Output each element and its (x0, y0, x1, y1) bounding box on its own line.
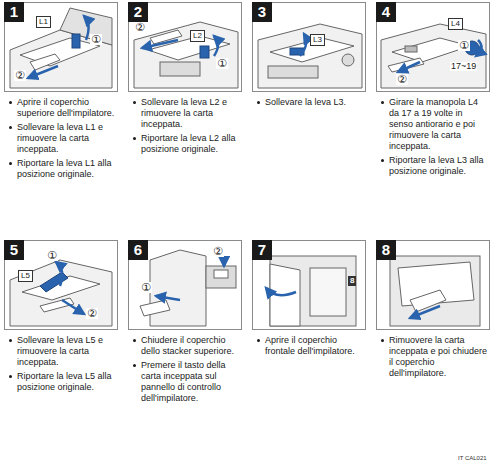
step-number: 2 (134, 3, 142, 20)
step-panel: 5Sollevare la leva L5 e rimuovere la car… (4, 240, 118, 396)
illustration-frame: 4 (376, 2, 490, 92)
step-number-badge: 3 (252, 2, 272, 22)
bullet-item: Sollevare la leva L3. (257, 97, 364, 108)
bullet-item: Premere il tasto della carta inceppata s… (133, 360, 240, 404)
bullet-dot (381, 159, 384, 162)
figure-code: IT CAL021 (458, 455, 487, 461)
step-number-badge: 1 (4, 2, 24, 22)
step-instructions: Sollevare la leva L2 e rimuovere la cart… (128, 97, 242, 155)
step-instructions: Aprire il coperchio superiore dell'impil… (4, 97, 118, 180)
illustration-frame: 5 (4, 240, 118, 330)
bullet-item: Aprire il coperchio frontale dell'impila… (257, 335, 364, 357)
callout-number: ② (86, 308, 98, 319)
step-panel: 3Sollevare la leva L3. (252, 2, 366, 111)
bullet-item: Chiudere il coperchio dello stacker supe… (133, 335, 240, 357)
part-label: 8 (348, 276, 356, 286)
callout-number: ① (140, 282, 152, 293)
step-number: 3 (258, 3, 266, 20)
bullet-item: Riportare la leva L1 alla posizione orig… (9, 158, 116, 180)
step-number: 6 (134, 241, 142, 258)
step-instructions: Sollevare la leva L3. (252, 97, 366, 108)
bullet-dot (257, 339, 260, 342)
bullet-item: Girare la manopola L4 da 17 a 19 volte i… (381, 97, 488, 152)
step-number: 1 (10, 3, 18, 20)
bullet-dot (381, 101, 384, 104)
instruction-text: Sollevare la leva L2 e rimuovere la cart… (141, 97, 240, 130)
part-label: L4 (448, 18, 463, 30)
bullet-item: Riportare la leva L5 alla posizione orig… (9, 371, 116, 393)
step-instructions: Chiudere il coperchio dello stacker supe… (128, 335, 242, 404)
instruction-text: Riportare la leva L1 alla posizione orig… (17, 158, 116, 180)
callout-number: ② (14, 70, 26, 81)
step-number: 4 (382, 3, 390, 20)
step-panel: 6Chiudere il coperchio dello stacker sup… (128, 240, 242, 407)
callout-number: ① (458, 40, 470, 51)
bullet-item: Sollevare la leva L1 e rimuovere la cart… (9, 122, 116, 155)
step-number: 8 (382, 241, 390, 258)
callout-number: ① (46, 250, 58, 261)
part-label: L2 (190, 30, 205, 42)
part-label: L1 (36, 16, 51, 28)
callout-number: ② (134, 22, 146, 33)
instruction-text: Rimuovere la carta inceppata e poi chiud… (389, 335, 488, 379)
bullet-dot (9, 375, 12, 378)
step-number-badge: 2 (128, 2, 148, 22)
instruction-text: Aprire il coperchio frontale dell'impila… (265, 335, 364, 357)
callout-number: ① (90, 34, 102, 45)
bullet-dot (9, 162, 12, 165)
illustration-frame: 8 (376, 240, 490, 330)
instruction-text: Riportare la leva L5 alla posizione orig… (17, 371, 116, 393)
illustration-frame: 2 (128, 2, 242, 92)
bullet-item: Sollevare la leva L2 e rimuovere la cart… (133, 97, 240, 130)
bullet-dot (9, 101, 12, 104)
illustration-frame: 3 (252, 2, 366, 92)
bullet-dot (381, 339, 384, 342)
step-panel: 4Girare la manopola L4 da 17 a 19 volte … (376, 2, 490, 180)
step-panel: 1Aprire il coperchio superiore dell'impi… (4, 2, 118, 183)
step-number-badge: 8 (376, 240, 396, 260)
callout-number: ② (396, 74, 408, 85)
instruction-text: Aprire il coperchio superiore dell'impil… (17, 97, 116, 119)
step-number-badge: 5 (4, 240, 24, 260)
step-instructions: Girare la manopola L4 da 17 a 19 volte i… (376, 97, 490, 177)
part-label: L5 (18, 270, 33, 282)
instruction-text: Premere il tasto della carta inceppata s… (141, 360, 240, 404)
bullet-item: Riportare la leva L2 alla posizione orig… (133, 133, 240, 155)
callout-number: ② (212, 246, 224, 257)
bullet-dot (9, 339, 12, 342)
instruction-text: Sollevare la leva L5 e rimuovere la cart… (17, 335, 116, 368)
bullet-dot (133, 137, 136, 140)
bullet-dot (133, 101, 136, 104)
step-number: 7 (258, 241, 266, 258)
instruction-text: Girare la manopola L4 da 17 a 19 volte i… (389, 97, 488, 152)
bullet-item: Aprire il coperchio superiore dell'impil… (9, 97, 116, 119)
bullet-item: Riportare la leva L3 alla posizione orig… (381, 155, 488, 177)
instruction-text: Chiudere il coperchio dello stacker supe… (141, 335, 240, 357)
instruction-text: Sollevare la leva L3. (265, 97, 364, 108)
step-number-badge: 6 (128, 240, 148, 260)
instruction-text: Riportare la leva L2 alla posizione orig… (141, 133, 240, 155)
part-label: L3 (310, 34, 325, 46)
step-number-badge: 4 (376, 2, 396, 22)
bullet-item: Sollevare la leva L5 e rimuovere la cart… (9, 335, 116, 368)
bullet-dot (133, 364, 136, 367)
step-instructions: Aprire il coperchio frontale dell'impila… (252, 335, 366, 357)
step-number: 5 (10, 241, 18, 258)
step-number-badge: 7 (252, 240, 272, 260)
bullet-dot (9, 126, 12, 129)
instruction-text: Sollevare la leva L1 e rimuovere la cart… (17, 122, 116, 155)
callout-number: ① (216, 58, 228, 69)
step-instructions: Sollevare la leva L5 e rimuovere la cart… (4, 335, 118, 393)
step-panel: 8Rimuovere la carta inceppata e poi chiu… (376, 240, 490, 382)
bullet-dot (133, 339, 136, 342)
bullet-dot (257, 101, 260, 104)
part-label: 17~19 (450, 62, 477, 71)
bullet-item: Rimuovere la carta inceppata e poi chiud… (381, 335, 488, 379)
step-panel: 7Aprire il coperchio frontale dell'impil… (252, 240, 366, 360)
instruction-text: Riportare la leva L3 alla posizione orig… (389, 155, 488, 177)
step-instructions: Rimuovere la carta inceppata e poi chiud… (376, 335, 490, 379)
